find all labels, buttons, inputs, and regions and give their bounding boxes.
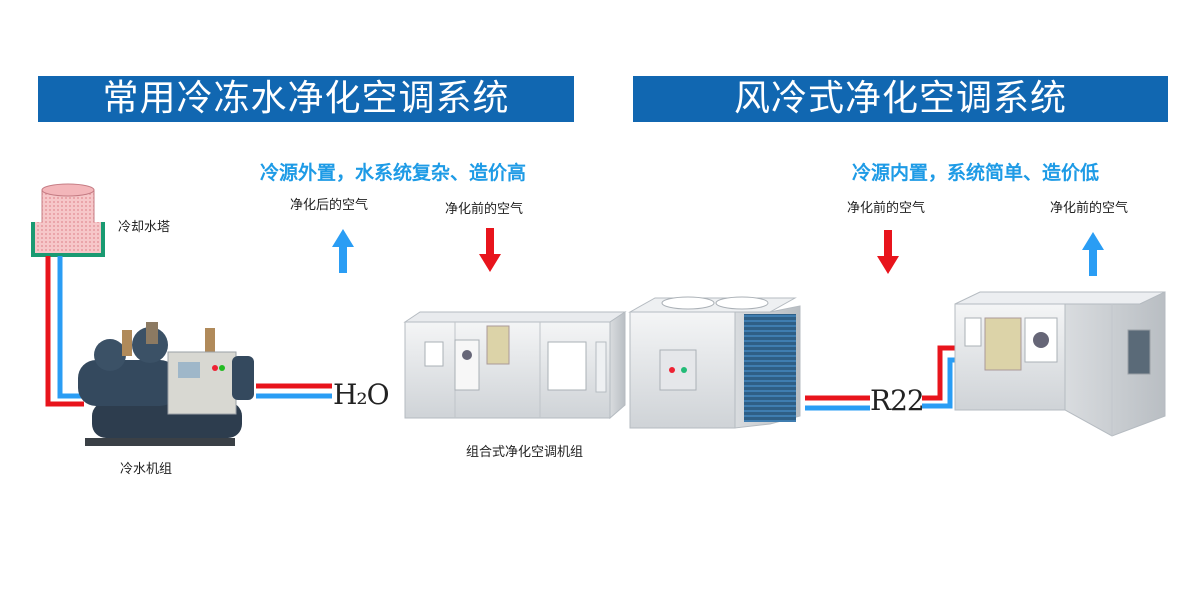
right-title-banner: 风冷式净化空调系统 (633, 76, 1168, 122)
left-title: 常用冷冻水净化空调系统 (102, 78, 510, 119)
left-title-banner: 常用冷冻水净化空调系统 (38, 76, 574, 122)
right-air-before-label: 净化前的空气 (847, 201, 926, 216)
left-supply-arrow-up (332, 229, 354, 273)
right-air-after-label: 净化前的空气 (1050, 201, 1129, 216)
cooling-tower-graphic (31, 183, 105, 257)
left-tagline: 冷源外置，水系统复杂、造价高 (260, 162, 527, 184)
cooling-tower-label: 冷却水塔 (118, 220, 171, 235)
left-air-after-label: 净化后的空气 (290, 198, 369, 213)
left-ahu-graphic (403, 311, 627, 420)
chiller-unit-graphic (78, 322, 254, 446)
right-tagline: 冷源内置，系统简单、造价低 (852, 162, 1100, 184)
right-supply-arrow-up (1082, 232, 1104, 276)
chiller-label: 冷水机组 (120, 462, 173, 477)
left-air-before-label: 净化前的空气 (445, 202, 524, 217)
r22-label: R22 (870, 384, 925, 417)
r22-pipes (805, 345, 958, 411)
right-ahu-graphic (954, 291, 1166, 437)
h2o-pipes (256, 383, 332, 399)
ahu-label: 组合式净化空调机组 (466, 445, 584, 460)
h2o-label: H₂O (333, 378, 390, 411)
right-return-arrow-down (877, 230, 899, 274)
left-return-arrow-down (479, 228, 501, 272)
chiller-tower-pipes (45, 256, 84, 407)
right-title: 风冷式净化空调系统 (733, 78, 1067, 119)
air-cooled-condenser-graphic (628, 296, 801, 429)
